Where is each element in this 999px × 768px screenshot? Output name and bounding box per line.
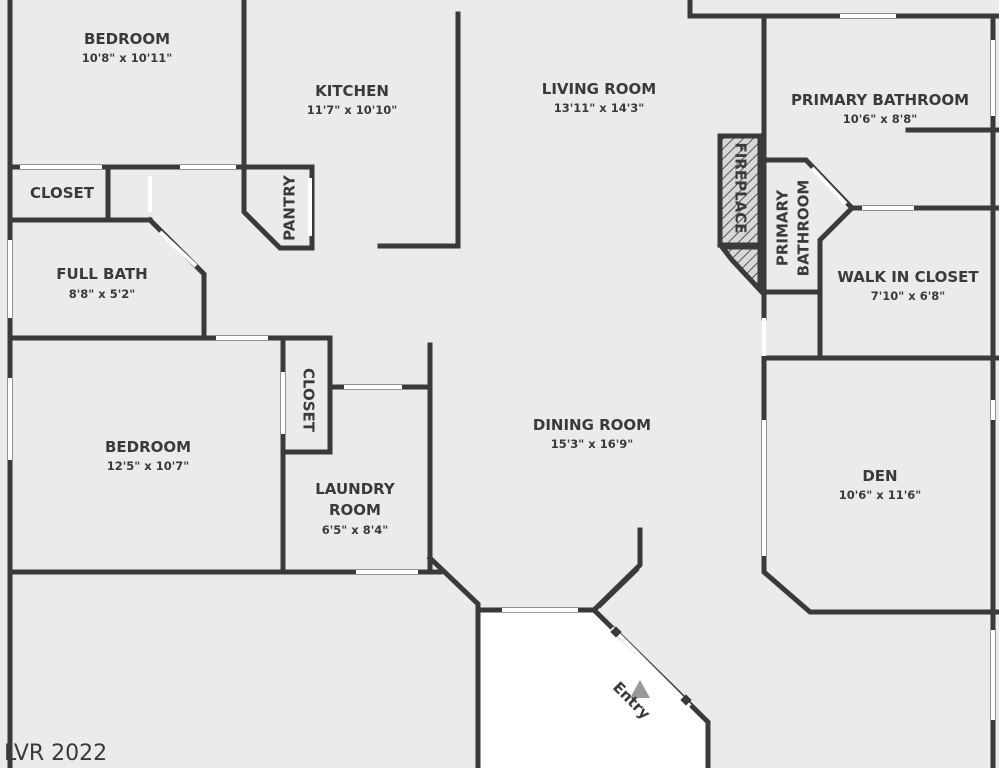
bedroom-top-dims: 10'8" x 10'11": [82, 51, 172, 65]
full-bath-dims: 8'8" x 5'2": [69, 287, 135, 301]
walk-in-closet-name: WALK IN CLOSET: [837, 268, 979, 286]
laundry-room-line2: ROOM: [329, 501, 381, 519]
entry-floor: [478, 612, 708, 768]
laundry-room-line1: LAUNDRY: [315, 480, 396, 498]
full-bath-name: FULL BATH: [56, 265, 147, 283]
primary-bathroom-dims: 10'6" x 8'8": [843, 112, 917, 126]
bedroom-mid-name: BEDROOM: [105, 438, 191, 456]
entry-door: [610, 626, 692, 706]
den-dims: 10'6" x 11'6": [839, 488, 921, 502]
living-room-dims: 13'11" x 14'3": [554, 101, 644, 115]
dining-room-name: DINING ROOM: [533, 416, 651, 434]
living-room-name: LIVING ROOM: [542, 80, 656, 98]
fireplace-name: FIREPLACE: [732, 142, 750, 233]
walk-in-closet-dims: 7'10" x 6'8": [871, 289, 945, 303]
bedroom-mid-dims: 12'5" x 10'7": [107, 459, 189, 473]
bedroom-top-name: BEDROOM: [84, 30, 170, 48]
copyright-watermark: LVR 2022: [4, 741, 107, 766]
kitchen-name: KITCHEN: [315, 82, 389, 100]
closet-mid-name: CLOSET: [300, 368, 318, 433]
closet-top-name: CLOSET: [30, 184, 95, 202]
windows: [8, 14, 995, 720]
fireplace-block: [716, 133, 763, 297]
primary-bathroom-name: PRIMARY BATHROOM: [791, 91, 969, 109]
dining-room-dims: 15'3" x 16'9": [551, 437, 633, 451]
den-name: DEN: [862, 467, 897, 485]
laundry-room-dims: 6'5" x 8'4": [322, 523, 388, 537]
kitchen-dims: 11'7" x 10'10": [307, 103, 397, 117]
primary-bathroom-small-line2: BATHROOM: [795, 180, 813, 277]
room-labels: BEDROOM 10'8" x 10'11" KITCHEN 11'7" x 1…: [30, 30, 979, 723]
entry-arrow-icon: [630, 680, 650, 698]
pantry-name: PANTRY: [281, 174, 299, 241]
primary-bathroom-small-line1: PRIMARY: [774, 189, 792, 266]
